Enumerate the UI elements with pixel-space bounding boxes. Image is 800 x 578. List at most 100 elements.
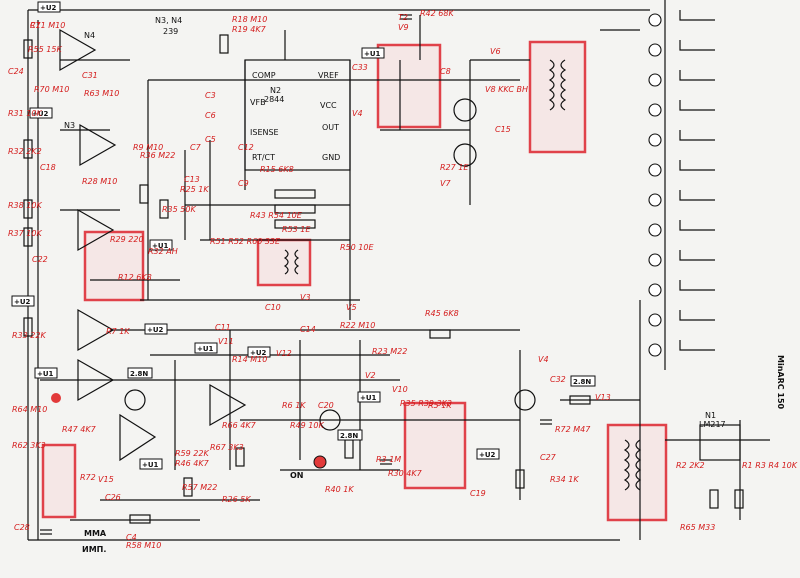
chip-pin-label: VCC [320, 101, 337, 110]
component-label: V15 [98, 475, 114, 484]
supply-tag-box [361, 47, 385, 59]
resistor-glyph [569, 395, 591, 405]
component-label: R66 4K7 [222, 421, 257, 430]
component-label: R51 R52 R60 33E [210, 237, 281, 246]
highlight-relay [403, 401, 467, 490]
highlight-transformer-out [528, 40, 587, 154]
chip-pin-label: VFB [250, 98, 266, 107]
supply-tag: +U2 [40, 4, 57, 12]
component-label: C19 [470, 489, 486, 498]
resistor-glyph [139, 184, 149, 204]
capacitor-glyph [400, 14, 412, 20]
ground-stub [679, 280, 715, 291]
component-label: R49 10K [290, 421, 324, 430]
transistor-glyph [319, 409, 341, 431]
component-label: C28 [14, 523, 30, 532]
component-label: C27 [540, 453, 557, 462]
transistor-glyph [514, 389, 536, 411]
chip-sub: LM217 [699, 420, 726, 429]
component-label: R14 M10 [232, 355, 267, 364]
ground-stub [679, 250, 715, 261]
component-label: R28 M10 [82, 177, 117, 186]
component-label: V7 [440, 179, 451, 188]
connector-hole [648, 253, 662, 267]
component-label: C13 [184, 175, 200, 184]
component-label: R30 4K7 [388, 469, 423, 478]
ground-stub [679, 190, 715, 201]
supply-tag-box [149, 239, 173, 251]
transistor-v7 [453, 143, 477, 167]
connector-hole [648, 133, 662, 147]
connector-hole [648, 343, 662, 357]
resistor-glyph [274, 204, 316, 214]
component-label: R19 4K7 [232, 25, 267, 34]
component-label: R1 R3 R4 10K [742, 461, 798, 470]
supply-tag-box [144, 323, 168, 335]
opamp-glyph [77, 308, 115, 352]
supply-tag: +U2 [250, 349, 267, 357]
supply-tag: +U1 [197, 345, 214, 353]
ground-stub [679, 220, 715, 231]
resistor-glyph [159, 199, 169, 219]
component-label: R22 M10 [340, 321, 375, 330]
ground-stub [679, 10, 715, 21]
supply-tag: +U2 [479, 451, 496, 459]
transformer-coils [283, 59, 642, 491]
component-label: V4 [352, 109, 363, 118]
component-label: R32 AH [148, 247, 178, 256]
component-label: C14 [300, 325, 316, 334]
voltage-tag-box [127, 367, 153, 379]
chip-name: N3 [64, 121, 75, 130]
resistor-glyph [23, 317, 33, 337]
chip-pin-label: OUT [322, 123, 339, 132]
component-label: R35 R39 3K3 [400, 399, 452, 408]
ground-stub [679, 340, 715, 351]
capacitor-glyph [40, 529, 52, 535]
resistor-glyph [274, 219, 316, 229]
opamp-glyph [119, 413, 157, 462]
transistor-v8 [453, 98, 477, 122]
component-label: R6 1K [282, 401, 306, 410]
opamp-glyph [77, 358, 115, 402]
component-label: R15 6K8 [260, 165, 294, 174]
component-label: C3 [205, 91, 216, 100]
header-number: 239 [163, 27, 178, 36]
component-label: V10 [392, 385, 408, 394]
connector-hole [648, 163, 662, 177]
component-label: R65 M33 [680, 523, 715, 532]
component-label: C6 [205, 111, 216, 120]
component-label: C24 [8, 67, 24, 76]
component-label: C1 [30, 21, 41, 30]
ground-stub [679, 310, 715, 321]
voltage-tag: 2.8N [340, 432, 358, 440]
component-label: R9 M10 [133, 143, 163, 152]
component-label: R72 [80, 473, 96, 482]
highlight-v15 [41, 443, 77, 519]
component-label: R35 50K [162, 205, 196, 214]
connector-hole [648, 13, 662, 27]
supply-tag: +U2 [147, 326, 164, 334]
component-label: R46 4K7 [175, 459, 210, 468]
opamp-glyph [77, 208, 115, 252]
component-label: R34 1K [550, 475, 579, 484]
connector-hole [648, 73, 662, 87]
component-label: C9 [238, 179, 249, 188]
component-label: R72 M47 [555, 425, 591, 434]
supply-tag-box [37, 1, 61, 13]
resistor-glyph [183, 477, 193, 497]
component-label: R18 M10 [232, 15, 267, 24]
resistor-glyph [129, 514, 151, 524]
brand-title: MinARC 150 [776, 355, 785, 410]
chip-name: N4 [84, 31, 95, 40]
component-label: C18 [40, 163, 56, 172]
resistor-glyph [515, 469, 525, 489]
component-label: C32 [550, 375, 566, 384]
component-label: V6 [490, 47, 501, 56]
connector-hole [648, 223, 662, 237]
component-label: R32 2K2 [8, 147, 42, 156]
ground-stub [679, 100, 715, 111]
connector-hole [648, 193, 662, 207]
resistor-glyph [429, 329, 451, 339]
component-label: R47 4K7 [62, 425, 97, 434]
